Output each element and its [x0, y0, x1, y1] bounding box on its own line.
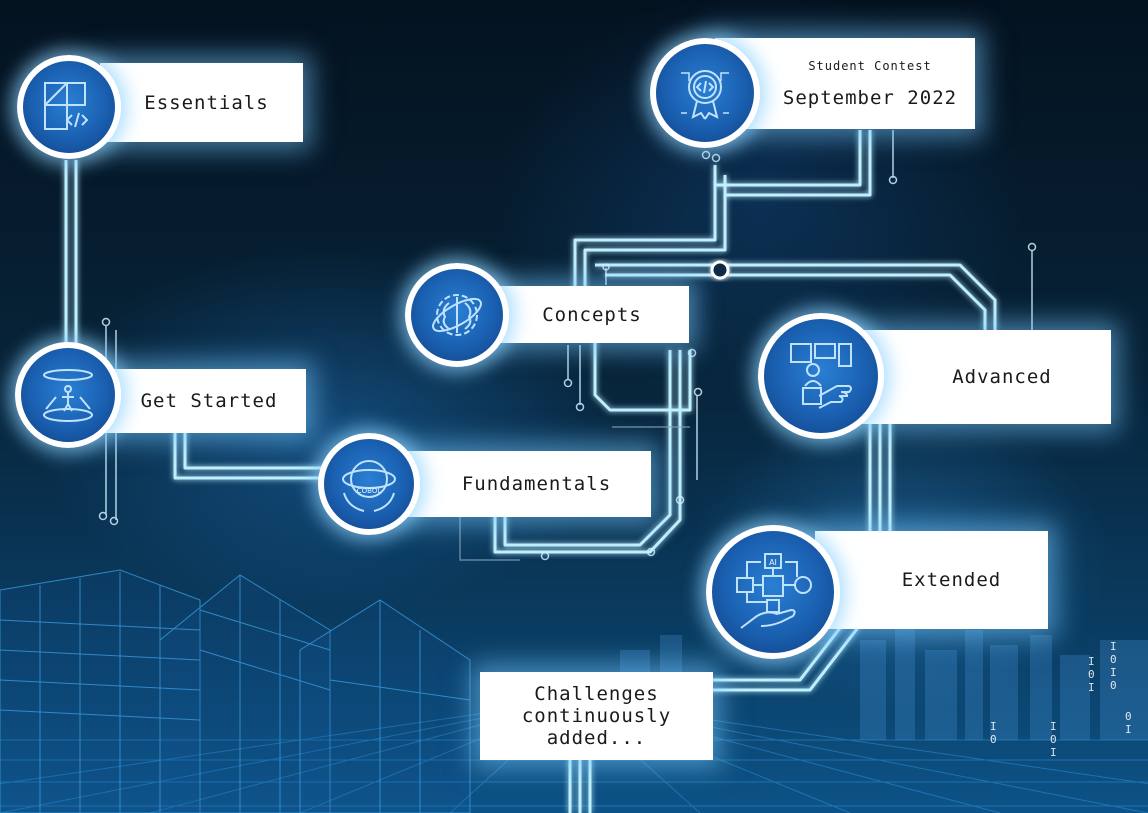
fundamentals-badge: COBOL — [318, 433, 420, 535]
cobol-globe-hands-icon: COBOL — [342, 460, 396, 512]
faint-wires — [459, 426, 690, 561]
svg-text:I: I — [1125, 723, 1132, 736]
junction-node — [710, 260, 730, 280]
cobol-text: COBOL — [357, 487, 382, 495]
svg-text:AI: AI — [769, 558, 777, 567]
award-ribbon-icon — [681, 70, 729, 120]
fundamentals-label: Fundamentals — [461, 473, 612, 495]
advanced-badge — [758, 313, 884, 439]
svg-text:0: 0 — [1050, 733, 1057, 746]
svg-text:0: 0 — [1110, 679, 1117, 692]
get-started-badge — [15, 342, 121, 448]
advanced-label-box: Advanced — [833, 330, 1111, 424]
svg-text:I: I — [1088, 655, 1095, 668]
code-blocks-icon — [44, 82, 89, 130]
essentials-label: Essentials — [144, 91, 269, 114]
get-started-label: Get Started — [140, 390, 278, 412]
concepts-badge — [405, 263, 509, 367]
contest-badge — [650, 38, 760, 148]
svg-text:I: I — [1088, 681, 1095, 694]
svg-text:I: I — [1050, 720, 1057, 733]
challenges-line-3: added... — [546, 727, 647, 749]
concepts-label: Concepts — [542, 303, 642, 326]
extended-label: Extended — [901, 569, 1002, 591]
svg-text:I: I — [1110, 640, 1117, 653]
portal-person-icon — [43, 369, 93, 422]
advanced-label: Advanced — [952, 366, 1052, 388]
contest-title: Student Contest — [808, 58, 932, 73]
fundamentals-label-box: Fundamentals — [400, 451, 651, 517]
svg-text:0: 0 — [1125, 710, 1132, 723]
contest-label-box: Student Contest September 2022 — [715, 38, 975, 129]
wireframe-buildings — [0, 569, 471, 813]
challenges-label-box: Challenges continuously added... — [480, 672, 713, 760]
svg-text:I: I — [1050, 746, 1057, 759]
svg-text:I: I — [1110, 666, 1117, 679]
challenges-line-1: Challenges — [534, 683, 659, 705]
essentials-badge — [17, 55, 121, 159]
concepts-label-box: Concepts — [485, 286, 689, 343]
extended-label-box: Extended — [815, 531, 1048, 629]
get-started-label-box: Get Started — [98, 369, 306, 433]
essentials-label-box: Essentials — [100, 63, 303, 142]
gear-brain-icon — [432, 294, 482, 336]
svg-text:0: 0 — [1088, 668, 1095, 681]
challenges-line-2: continuously — [521, 705, 672, 727]
ai-network-hand-icon: AI — [736, 553, 812, 629]
svg-text:0: 0 — [1110, 653, 1117, 666]
extended-badge: AI — [706, 525, 840, 659]
svg-text:0: 0 — [990, 733, 997, 746]
hand-dashboard-icon — [790, 343, 852, 409]
svg-text:I: I — [990, 720, 997, 733]
contest-date: September 2022 — [782, 86, 958, 109]
